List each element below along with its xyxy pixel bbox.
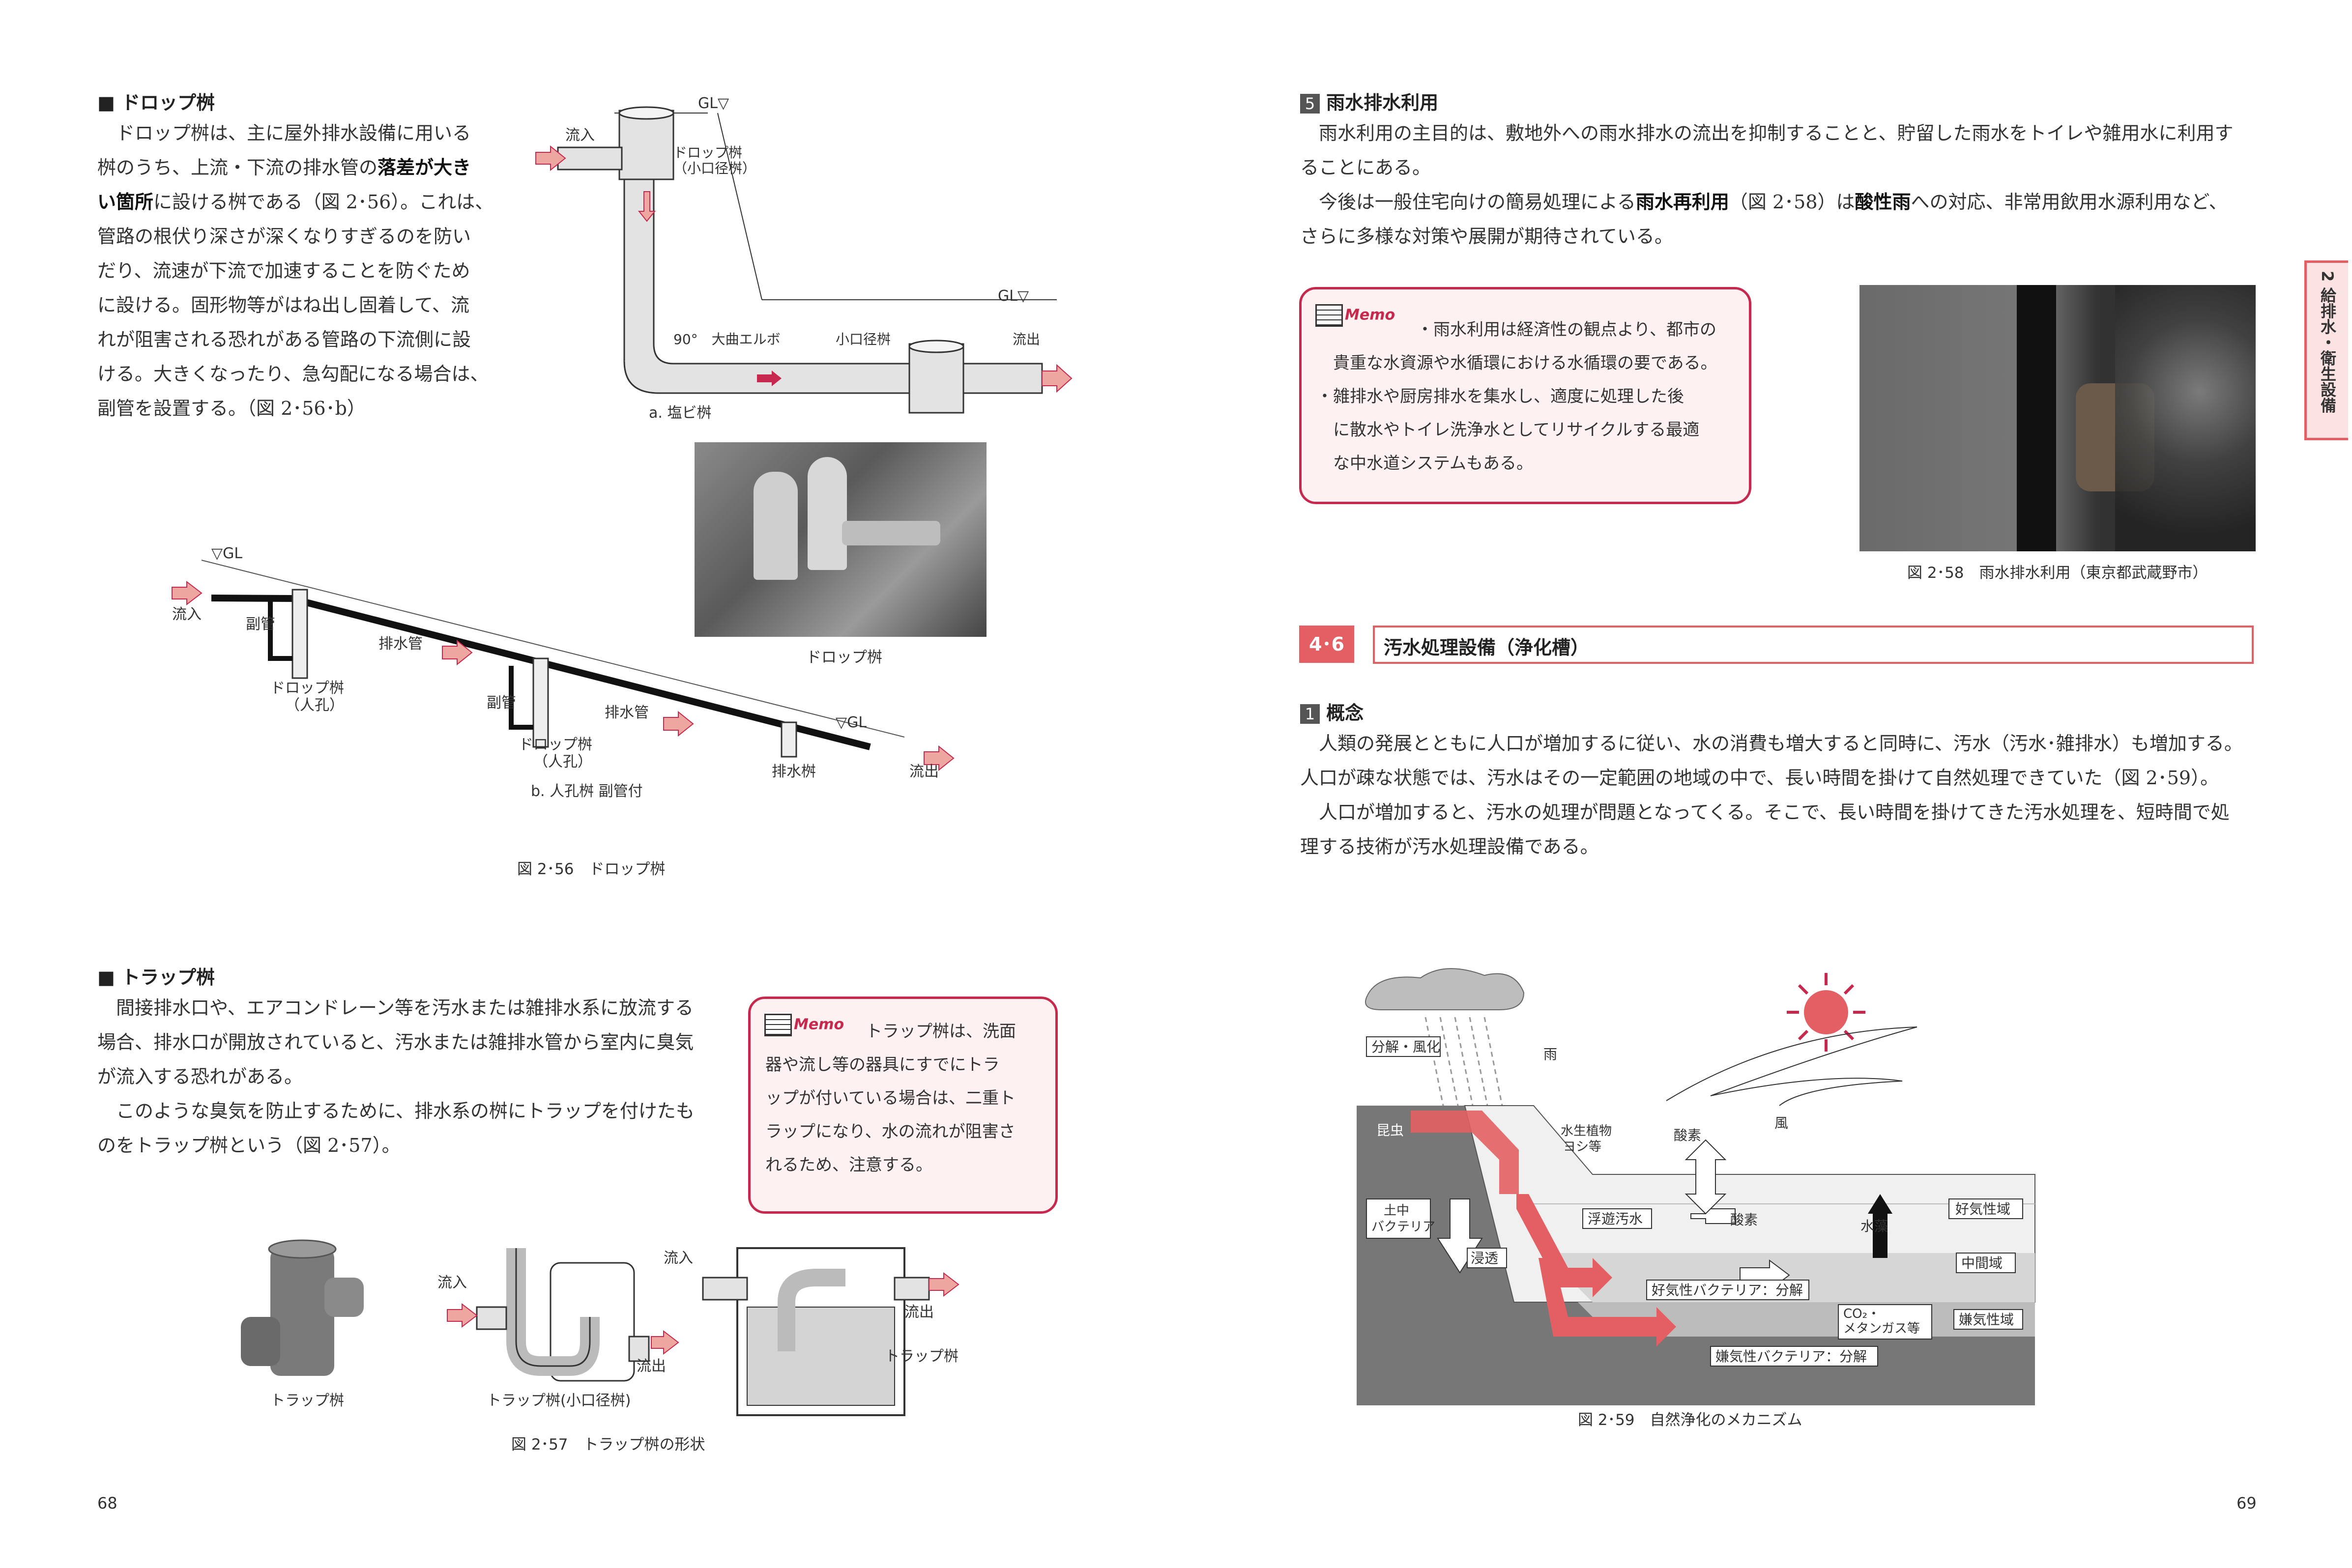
svg-text:流出: 流出 [637,1358,666,1375]
svg-text:酸素: 酸素 [1730,1212,1758,1228]
trap-heading: ■ トラップ桝 [97,967,215,988]
svg-text:小口径桝: 小口径桝 [836,331,891,347]
sec1-paragraph: 人類の発展とともに人口が増加するに従い、水の消費も増大すると同時に、汚水（汚水･… [1300,733,2243,857]
sec46-header: 4･6 汚水処理設備（浄化槽） [1299,626,2255,664]
svg-text:流出: 流出 [909,763,939,780]
svg-text:水藻: 水藻 [1860,1218,1888,1234]
svg-text:ドロップ桝: ドロップ桝 [519,736,592,753]
svg-text:90° 大曲エルボ: 90° 大曲エルボ [673,331,781,347]
svg-text:▽GL: ▽GL [211,545,242,562]
page-number-right: 69 [2236,1494,2257,1512]
sec1-heading: 1 概念 [1300,698,1364,725]
figure-trap-masu: トラップ桝 流入 流出 トラップ桝(小口径桝) 流入 流出 トラップ桝 図 2･… [241,1239,959,1454]
svg-text:雨: 雨 [1543,1046,1557,1062]
svg-text:嫌気性バクテリア：分解: 嫌気性バクテリア：分解 [1715,1348,1867,1365]
svg-text:風: 風 [1774,1115,1788,1131]
fig58-caption: 図 2･58 雨水排水利用（東京都武蔵野市） [1907,564,2208,582]
svg-text:流入: 流入 [664,1250,693,1267]
svg-text:水生植物: 水生植物 [1561,1124,1612,1139]
svg-text:トラップ桝(小口径桝): トラップ桝(小口径桝) [487,1392,631,1409]
memo-box-trap: Memo トラップ桝は、洗面 器や流し等の器具にすでにトラ ップが付いている場合… [748,997,1058,1214]
sec5-paragraph: 雨水利用の主目的は、敷地外への雨水排水の流出を抑制することと、貯留した雨水をトイ… [1300,122,2234,247]
svg-text:▽GL: ▽GL [836,714,867,731]
svg-text:浸透: 浸透 [1471,1250,1498,1266]
svg-text:流出: 流出 [1013,331,1040,347]
svg-text:流入: 流入 [437,1274,467,1291]
svg-text:流入: 流入 [172,606,202,623]
sec5-heading: 5 雨水排水利用 [1300,87,1438,114]
svg-text:CO₂・: CO₂・ [1843,1307,1880,1321]
photo-rainwater-barrel [1859,285,2256,551]
svg-text:酸素: 酸素 [1674,1127,1701,1143]
svg-text:浮遊汚水: 浮遊汚水 [1588,1211,1643,1227]
svg-text:（小口径桝）: （小口径桝） [673,160,756,176]
page-number-left: 68 [97,1494,117,1512]
fig57-caption: 図 2･57 トラップ桝の形状 [511,1436,705,1454]
chapter-side-tab[interactable]: 2 給排水・衛生設備 [2304,260,2348,440]
svg-text:（人孔）: （人孔） [533,753,592,770]
svg-text:中間域: 中間域 [1961,1255,2003,1271]
figure-natural-purification: 分解・風化 雨 昆虫 水生植物 ヨシ等 酸素 風 土中 バクテリア 浸透 浮遊汚… [1357,968,2035,1429]
svg-text:ドロップ桝: ドロップ桝 [270,680,344,697]
svg-text:嫌気性域: 嫌気性域 [1959,1311,2014,1328]
svg-text:流出: 流出 [904,1304,934,1321]
figure-pvc-drop-masu: GL▽ 流入 ドロップ桝 （小口径桝） GL▽ 90° 大曲エルボ 小口径桝 流… [535,95,1073,422]
svg-text:昆虫: 昆虫 [1376,1122,1404,1139]
svg-text:バクテリア: バクテリア [1371,1220,1435,1234]
svg-text:好気性バクテリア：分解: 好気性バクテリア：分解 [1652,1282,1803,1298]
svg-text:GL▽: GL▽ [998,287,1029,305]
fig56-caption: 図 2･56 ドロップ桝 [517,860,666,878]
photo-drop-masu [695,442,987,637]
svg-text:好気性域: 好気性域 [1955,1201,2010,1217]
svg-text:メタンガス等: メタンガス等 [1843,1321,1920,1336]
caption-b: b. 人孔桝 副管付 [531,783,643,800]
trap-paragraph: 間接排水口や、エアコンドレーン等を汚水または雑排水系に放流する 場合、排水口が開… [97,997,695,1156]
svg-text:流入: 流入 [565,127,595,144]
svg-text:トラップ桝: トラップ桝 [270,1392,344,1409]
caption-a: a. 塩ビ桝 [649,404,711,422]
memo-box-rain: Memo ・雨水利用は経済性の観点より、都市の 貴重な水資源や水循環における水循… [1299,287,1751,504]
fig59-caption: 図 2･59 自然浄化のメカニズム [1578,1411,1802,1429]
memo-icon: Memo [1315,304,1395,327]
svg-text:ヨシ等: ヨシ等 [1563,1140,1601,1154]
gl-label: GL▽ [698,95,729,112]
svg-text:（人孔）: （人孔） [285,697,344,714]
svg-text:分解・風化: 分解・風化 [1371,1039,1440,1055]
svg-text:排水桝: 排水桝 [772,763,816,780]
drop-heading: ■ ドロップ桝 [97,92,215,114]
svg-text:トラップ桝: トラップ桝 [885,1348,958,1365]
svg-text:副管: 副管 [487,694,516,712]
drop-paragraph: ドロップ桝は、主に屋外排水設備に用いる 桝のうち、上流・下流の排水管の落差が大き… [97,122,494,419]
figure-manhole-drop: ▽GL ▽GL 流入 副管 排水管 ドロップ桝 （人孔） 副管 排水管 ドロップ… [172,545,955,800]
svg-text:ドロップ桝: ドロップ桝 [673,144,742,161]
memo-icon: Memo [764,1014,844,1036]
svg-text:排水管: 排水管 [605,704,649,721]
photo-caption: ドロップ桝 [806,649,882,666]
svg-text:副管: 副管 [246,616,275,633]
svg-text:土中: 土中 [1384,1203,1409,1218]
svg-text:排水管: 排水管 [378,635,423,653]
